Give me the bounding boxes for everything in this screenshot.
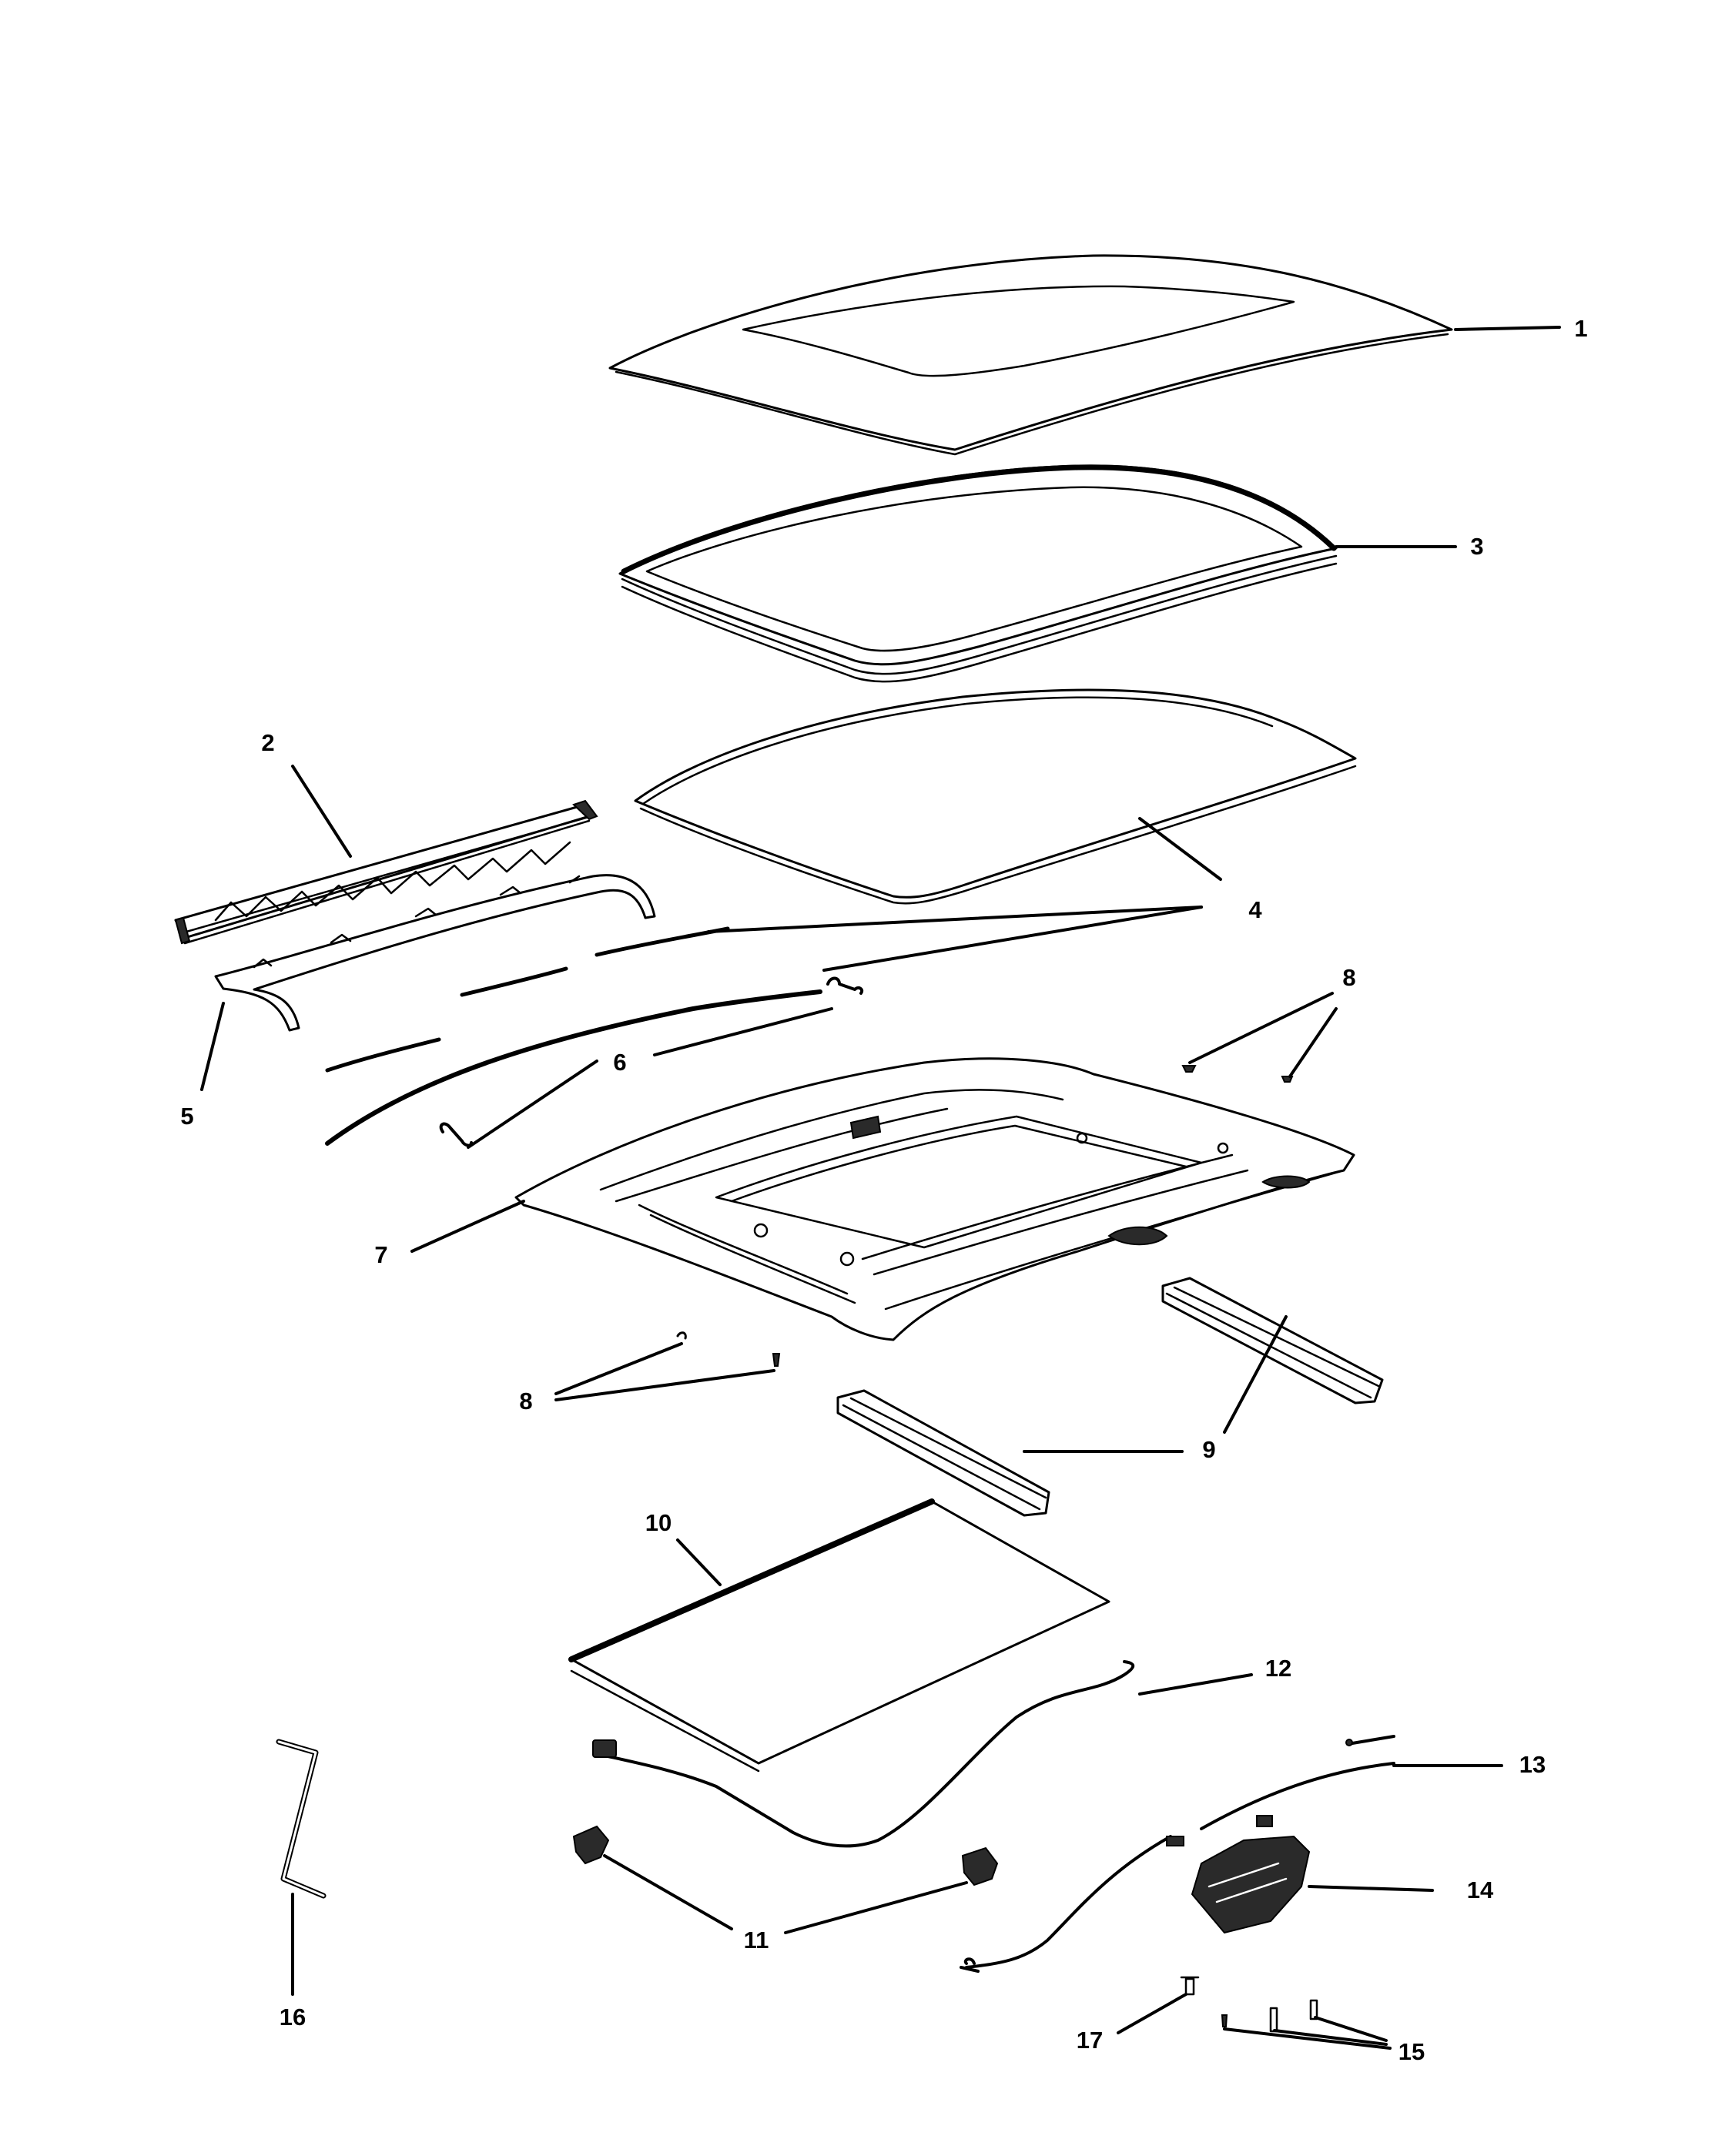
part-17-pin — [1180, 1976, 1200, 1996]
part-16-hex-key — [276, 1739, 327, 1899]
part-5-front-trim — [214, 874, 656, 1032]
callout-6: 6 — [613, 1049, 626, 1076]
part-4-seal — [634, 688, 1357, 905]
part-10-sunshade — [568, 1498, 1110, 1773]
callout-4: 4 — [1248, 896, 1262, 923]
leader-lines — [200, 326, 1561, 2050]
callout-15: 15 — [1398, 2038, 1425, 2065]
callout-14: 14 — [1467, 1876, 1494, 1903]
callout-numbers: 1 2 3 4 4 5 6 7 8 8 9 10 11 12 13 14 15 … — [180, 315, 1587, 2065]
part-2-wind-deflector — [174, 799, 598, 945]
part-7-sunroof-frame — [514, 1057, 1355, 1341]
callout-16: 16 — [280, 2004, 306, 2030]
callout-1: 1 — [1574, 315, 1587, 342]
part-8-fasteners — [676, 1065, 1294, 1367]
part-13-cable — [960, 1735, 1395, 1973]
part-1-roof-panel — [608, 254, 1453, 456]
callout-7: 7 — [374, 1241, 387, 1268]
part-12-drain-hose — [592, 1660, 1135, 1848]
callout-11: 11 — [744, 1927, 769, 1953]
callout-13: 13 — [1519, 1751, 1546, 1778]
callout-8-top: 8 — [1342, 964, 1355, 991]
callout-5: 5 — [180, 1103, 193, 1130]
part-3-glass-seal — [618, 464, 1338, 683]
callout-8-bottom: 8 — [519, 1388, 532, 1414]
part-14-motor — [1191, 1835, 1311, 1934]
callout-9: 9 — [1202, 1436, 1215, 1463]
callout-2: 2 — [261, 729, 274, 756]
part-4-seal-strips — [325, 926, 822, 1146]
part-15-pins — [1221, 1999, 1318, 2033]
callout-12: 12 — [1265, 1655, 1291, 1682]
callout-10: 10 — [645, 1509, 672, 1536]
callout-3: 3 — [1470, 533, 1483, 560]
part-11-clips — [572, 1825, 999, 1886]
callout-17: 17 — [1077, 2027, 1103, 2054]
